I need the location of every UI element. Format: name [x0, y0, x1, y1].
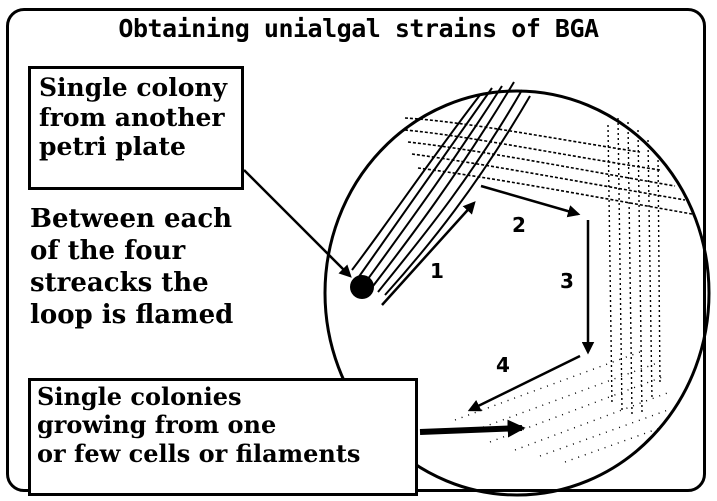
- streak-4-dots: [455, 352, 670, 462]
- flaming-note: Between each of the four streacks the lo…: [30, 204, 233, 332]
- streak-arrow-2: [481, 186, 578, 214]
- step-label-3: 3: [560, 269, 574, 293]
- result-line-3: or few cells or filaments: [37, 440, 415, 468]
- source-colony-box: Single colony from another petri plate: [28, 66, 244, 190]
- source-line-3: petri plate: [39, 132, 241, 162]
- note-line-2: of the four: [30, 236, 233, 268]
- source-pointer-line: [244, 170, 350, 276]
- page-title: Obtaining unialgal strains of BGA: [0, 14, 717, 43]
- result-line-1: Single colonies: [37, 383, 415, 411]
- note-line-3: streacks the: [30, 268, 233, 300]
- source-line-2: from another: [39, 103, 241, 133]
- result-pointer-arrow: [420, 428, 522, 432]
- source-line-1: Single colony: [39, 73, 241, 103]
- step-label-2: 2: [512, 213, 526, 237]
- result-colonies-box: Single colonies growing from one or few …: [28, 378, 418, 496]
- step-label-4: 4: [496, 353, 510, 377]
- streak-arrow-1: [382, 203, 474, 305]
- colony-dot: [350, 275, 374, 299]
- streak-arrow-4: [470, 356, 580, 410]
- note-line-1: Between each: [30, 204, 233, 236]
- step-label-1: 1: [430, 259, 444, 283]
- result-line-2: growing from one: [37, 411, 415, 439]
- streak-3-lines: [608, 118, 660, 415]
- note-line-4: loop is flamed: [30, 300, 233, 332]
